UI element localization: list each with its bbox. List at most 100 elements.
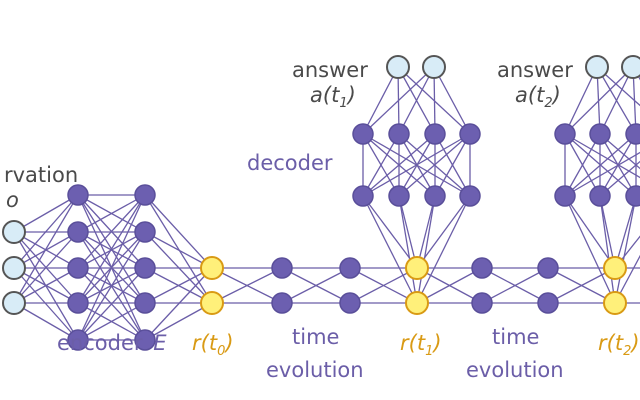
latent-r-t1-node [405, 291, 429, 315]
encoder-edge [77, 231, 146, 341]
encoder-edge [144, 267, 213, 304]
latent-r-t2-label: r(t2) [598, 331, 640, 359]
encoder-edge [77, 302, 146, 341]
decoder-edge [416, 195, 436, 269]
encoder-edge [77, 194, 146, 233]
decoder-edge [596, 66, 637, 135]
answer-1-symbol: a(t1) [310, 83, 356, 111]
encoder-word: encoder [57, 331, 143, 355]
time-evolution-1-line1: time [292, 325, 339, 349]
answer-2-paren-close: ) [551, 83, 561, 107]
encoder-symbol: E [153, 331, 167, 355]
latent-r-t1-node [405, 256, 429, 280]
encoder-edge [77, 194, 146, 304]
time-evolution-edge [211, 267, 283, 304]
decoder-edge [397, 66, 436, 135]
r-t0-sub: 0 [217, 344, 225, 359]
observation-input-node [2, 256, 26, 280]
decoder-edge [362, 66, 399, 135]
decoder-edge [398, 195, 418, 304]
r-t2-r: r [598, 331, 608, 355]
answer-1-a: a [310, 83, 323, 107]
observation-input-node [2, 220, 26, 244]
answer-2-t: t [536, 83, 545, 107]
decoder-edge [614, 195, 637, 269]
decoder-edge [397, 66, 471, 135]
latent-r-t0-node [200, 256, 224, 280]
time-evolution-node [471, 292, 493, 314]
decoder-edge [564, 195, 616, 269]
decoder-hidden-node [459, 185, 481, 207]
decoder-hidden-node [424, 123, 446, 145]
decoder-edge [596, 66, 640, 107]
decoder-edge [564, 66, 598, 135]
time-evolution-1-line2: evolution [266, 358, 364, 382]
r-t0-t: t [209, 331, 218, 355]
encoder-edge [77, 267, 146, 341]
r-t0-r: r [192, 331, 202, 355]
time-evolution-2-line1: time [492, 325, 539, 349]
answer-1-t: t [331, 83, 340, 107]
decoder-edge [564, 133, 601, 197]
time-evolution-edge [547, 267, 616, 304]
answer-1-sub: 1 [339, 96, 347, 111]
answer-2-output-node [621, 55, 640, 79]
encoder-hidden-node [67, 184, 89, 206]
decoder-hidden-node [554, 123, 576, 145]
decoder-edge [362, 133, 436, 197]
encoder-hidden-node [134, 221, 156, 243]
encoder-edge [77, 194, 146, 269]
decoder-hidden-node [424, 185, 446, 207]
decoder-edge [614, 195, 637, 304]
time-evolution-node [339, 292, 361, 314]
decoder-edge [564, 195, 616, 304]
encoder-edge [13, 194, 79, 233]
r-t1-r: r [400, 331, 410, 355]
r-t2-open: ( [607, 331, 616, 355]
decoder-edge [362, 195, 418, 304]
encoder-hidden-node [134, 257, 156, 279]
time-evolution-node [339, 257, 361, 279]
encoder-edge [144, 302, 213, 341]
decoder-hidden-node [388, 185, 410, 207]
encoder-edge [144, 194, 213, 269]
observation-symbol: o [6, 188, 19, 212]
r-t0-open: ( [201, 331, 210, 355]
decoder-edge [599, 133, 640, 170]
encoder-hidden-node [67, 221, 89, 243]
decoder-hidden-node [388, 123, 410, 145]
r-t2-close: ) [629, 331, 639, 355]
decoder-edge [434, 133, 471, 197]
encoder-edge [144, 231, 213, 269]
encoder-edge [13, 302, 79, 341]
time-evolution-node [271, 257, 293, 279]
decoder-edge [599, 195, 616, 304]
encoder-edge [13, 231, 79, 304]
answer-2-sub: 2 [544, 96, 552, 111]
encoder-hidden-node [67, 329, 89, 351]
r-t2-sub: 2 [623, 344, 631, 359]
r-t1-close: ) [431, 331, 441, 355]
decoder-hidden-node [554, 185, 576, 207]
decoder-edge [614, 254, 640, 304]
time-evolution-node [537, 292, 559, 314]
encoder-edge [77, 194, 146, 341]
decoder-edge [398, 195, 418, 269]
encoder-edge [13, 267, 79, 304]
observation-input-node [2, 291, 26, 315]
decoder-edge [362, 133, 471, 197]
r-t0-close: ) [223, 331, 233, 355]
latent-r-t0-node [200, 291, 224, 315]
latent-r-t2-node [603, 256, 627, 280]
answer-1-label: answer [292, 58, 368, 82]
observation-label: rvation [4, 163, 78, 187]
time-evolution-edge [416, 267, 483, 304]
decoder-edge [564, 133, 637, 197]
r-t1-sub: 1 [425, 344, 433, 359]
time-evolution-node [271, 292, 293, 314]
time-evolution-edge [281, 267, 351, 304]
encoder-hidden-node [67, 257, 89, 279]
decoder-edge [416, 195, 471, 304]
encoder-edge [144, 267, 213, 341]
time-evolution-edge [349, 267, 418, 304]
